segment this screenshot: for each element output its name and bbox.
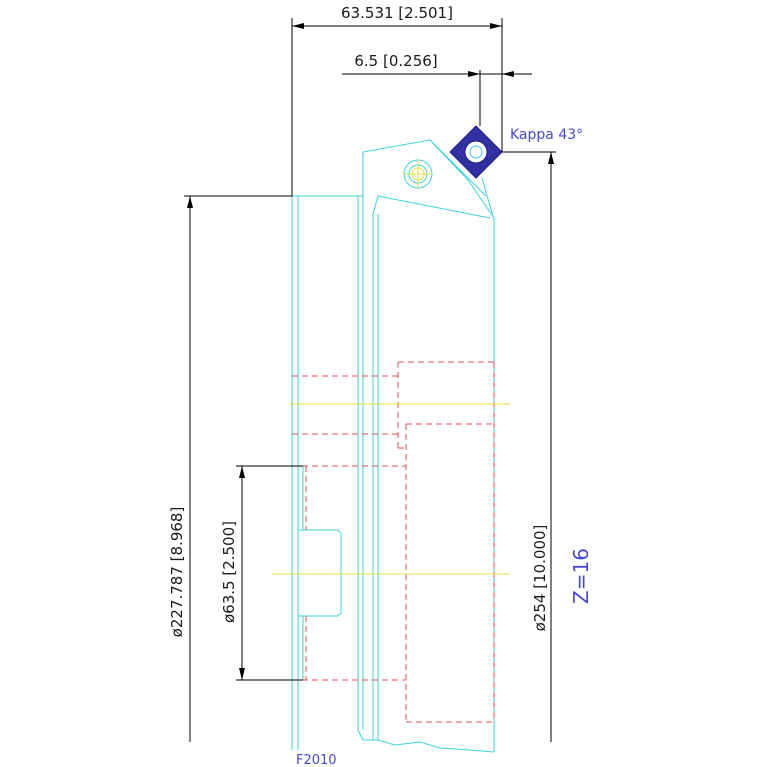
overall-width-label: 63.531 [2.501] (341, 4, 453, 22)
offset-label: 6.5 [0.256] (354, 52, 437, 70)
kappa-leader: Kappa 43° (502, 127, 583, 153)
teeth-count-label: Z=16 (569, 548, 593, 604)
kappa-label: Kappa 43° (510, 127, 583, 143)
insert-pocket (362, 139, 495, 219)
dimension-cut-diameter: ø227.787 [8.968] (168, 195, 292, 742)
cut-diameter-label: ø227.787 [8.968] (168, 507, 186, 638)
center-lines (272, 403, 510, 575)
dimension-overall-width: 63.531 [2.501] (291, 4, 503, 196)
bore-diameter-label: ø63.5 [2.500] (220, 521, 238, 623)
outer-diameter-label: ø254 [10.000] (531, 525, 549, 632)
hidden-lines (292, 361, 495, 723)
dimension-offset: 6.5 [0.256] (342, 52, 532, 126)
cutting-insert (449, 125, 503, 221)
cutter-body-outline (291, 195, 495, 753)
dimension-bore-diameter: ø63.5 [2.500] (220, 465, 303, 681)
model-label: F2010 (296, 753, 337, 767)
dimension-outer-diameter: ø254 [10.000] (531, 152, 554, 742)
